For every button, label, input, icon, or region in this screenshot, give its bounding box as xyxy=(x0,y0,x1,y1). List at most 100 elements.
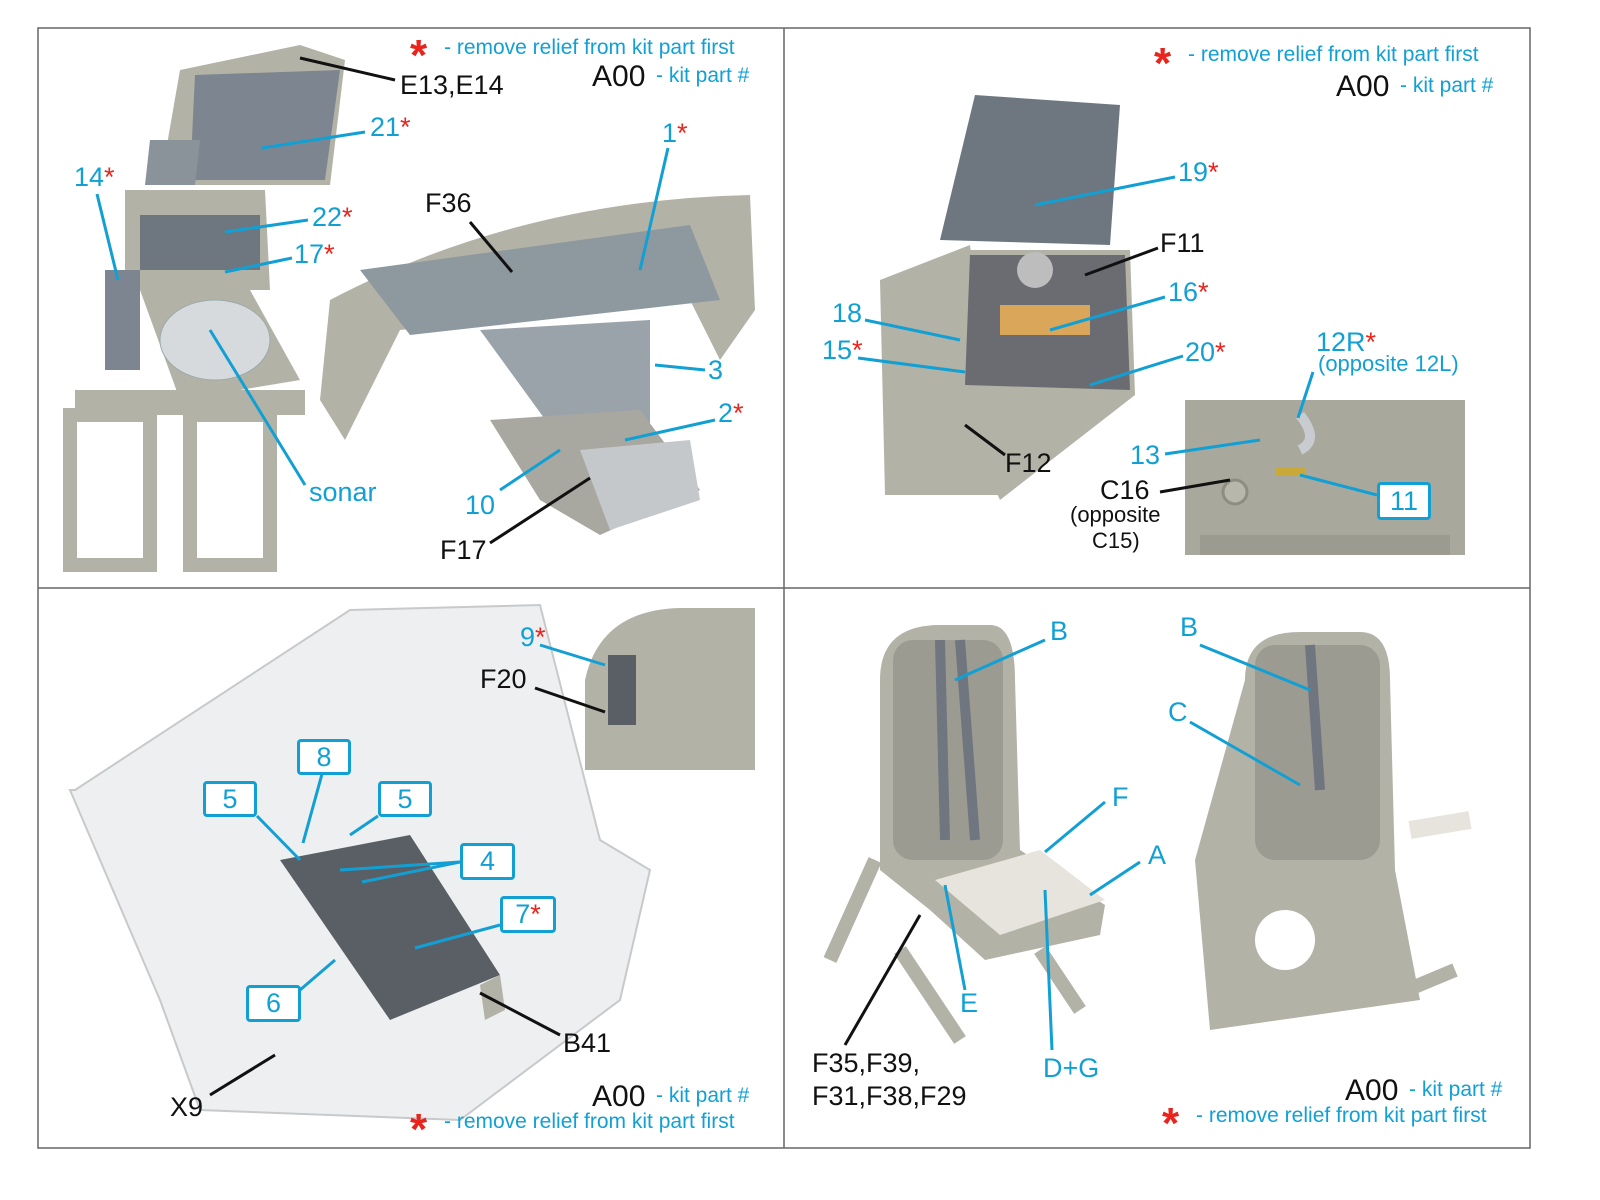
label-x9: X9 xyxy=(170,1092,204,1122)
legend-kit-part-text: - kit part # xyxy=(656,64,750,87)
leader-c16 xyxy=(1159,478,1231,494)
leader-3 xyxy=(654,363,706,372)
console-part-f11 xyxy=(880,95,1135,500)
leader-f36 xyxy=(468,221,514,273)
label-19: 19* xyxy=(1178,157,1219,187)
leader-e13 xyxy=(299,56,396,82)
label-f: F xyxy=(1112,782,1129,812)
leader-9 xyxy=(539,643,606,667)
label-13: 13 xyxy=(1130,440,1161,470)
seat-part-rear xyxy=(1195,632,1472,1030)
label-5-box: 5 xyxy=(203,781,257,817)
label-17: 17* xyxy=(294,239,335,269)
asterisk-icon: * xyxy=(410,1105,428,1154)
label-15: 15* xyxy=(822,335,863,365)
leader-dg xyxy=(1043,889,1054,1051)
asterisk-icon: * xyxy=(410,31,428,80)
label-d-g: D+G xyxy=(1043,1053,1100,1083)
label-14: 14* xyxy=(74,162,115,192)
leader-sonar xyxy=(208,329,307,486)
legend-remove-text: - remove relief from kit part first xyxy=(1196,1104,1487,1127)
inset-part-f20 xyxy=(585,608,755,770)
label-f36: F36 xyxy=(425,188,472,218)
leader-2 xyxy=(624,418,716,442)
label-opposite-12l: (opposite 12L) xyxy=(1318,351,1459,376)
legend-kit-part-text: - kit part # xyxy=(1409,1078,1503,1101)
label-1: 1* xyxy=(662,118,688,148)
leader-11 xyxy=(1299,473,1378,497)
leader-7 xyxy=(414,923,501,950)
leader-22 xyxy=(224,218,309,234)
leader-c xyxy=(1189,720,1301,787)
instrument-panel-part-f36 xyxy=(320,195,755,535)
leader-10 xyxy=(499,448,561,492)
label-b41: B41 xyxy=(563,1028,612,1058)
legend-kit-part-code: A00 xyxy=(592,60,646,93)
legend-kit-part-code: A00 xyxy=(592,1080,646,1113)
leader-e xyxy=(943,884,967,991)
label-22: 22* xyxy=(312,202,353,232)
label-b-rear: B xyxy=(1180,612,1199,642)
label-9: 9* xyxy=(520,622,546,652)
label-e13-e14: E13,E14 xyxy=(400,70,504,100)
label-16: 16* xyxy=(1168,277,1209,307)
leader-a xyxy=(1089,860,1141,897)
label-opposite-c15-2: C15) xyxy=(1092,528,1140,553)
leader-16 xyxy=(1049,295,1166,332)
leader-4a xyxy=(339,860,461,872)
asterisk-icon: * xyxy=(1162,1099,1180,1148)
canopy-part-x9 xyxy=(68,603,652,1122)
leader-20 xyxy=(1089,354,1184,387)
leader-12r xyxy=(1296,371,1315,419)
blue-leader-lines xyxy=(95,130,1378,1051)
console-part-e13 xyxy=(63,45,345,572)
leader-5b xyxy=(349,814,379,837)
leader-f xyxy=(1044,800,1106,854)
label-f11: F11 xyxy=(1160,228,1205,258)
label-2: 2* xyxy=(718,398,744,428)
leader-4b xyxy=(361,860,461,884)
label-21: 21* xyxy=(370,112,411,142)
label-5-box: 5 xyxy=(378,781,432,817)
label-11-box: 11 xyxy=(1377,482,1431,520)
leader-17 xyxy=(224,256,293,274)
leader-f35 xyxy=(843,914,922,1046)
label-4-box: 4 xyxy=(460,843,515,880)
leader-f12 xyxy=(964,423,1006,457)
leader-f11 xyxy=(1084,246,1159,277)
side-wall-part xyxy=(1185,400,1465,555)
seat-part-front xyxy=(823,625,1105,1044)
legend-kit-part-text: - kit part # xyxy=(1400,74,1494,97)
leader-5a xyxy=(255,814,302,862)
leader-19 xyxy=(1034,175,1176,207)
label-12r: 12R* xyxy=(1316,327,1377,357)
leader-b41 xyxy=(479,991,561,1037)
leader-b-rear xyxy=(1199,643,1311,692)
legend-remove-text: - remove relief from kit part first xyxy=(444,1110,735,1133)
label-e: E xyxy=(960,988,979,1018)
leader-f20 xyxy=(534,686,606,714)
leader-15 xyxy=(857,356,966,374)
label-f17: F17 xyxy=(440,535,487,565)
label-opposite-c15-1: (opposite xyxy=(1070,502,1161,527)
black-leader-lines xyxy=(209,56,1231,1097)
legend-kit-part-code: A00 xyxy=(1336,70,1390,103)
leader-18 xyxy=(864,318,961,342)
label-7-box: 7* xyxy=(500,896,556,933)
label-f35-line1: F35,F39, xyxy=(812,1048,921,1078)
label-3: 3 xyxy=(708,355,724,385)
label-6-box: 6 xyxy=(246,985,301,1022)
label-c16: C16 xyxy=(1100,475,1150,505)
label-f12: F12 xyxy=(1005,448,1052,478)
legend-kit-part-text: - kit part # xyxy=(656,1084,750,1107)
leader-14 xyxy=(95,193,120,281)
leader-21 xyxy=(261,130,366,150)
leader-b-front xyxy=(954,638,1046,682)
label-18: 18 xyxy=(832,298,863,328)
label-c: C xyxy=(1168,697,1188,727)
label-f35-line2: F31,F38,F29 xyxy=(812,1081,967,1111)
leader-8 xyxy=(301,773,324,844)
label-20: 20* xyxy=(1185,337,1226,367)
leader-13 xyxy=(1164,438,1261,456)
